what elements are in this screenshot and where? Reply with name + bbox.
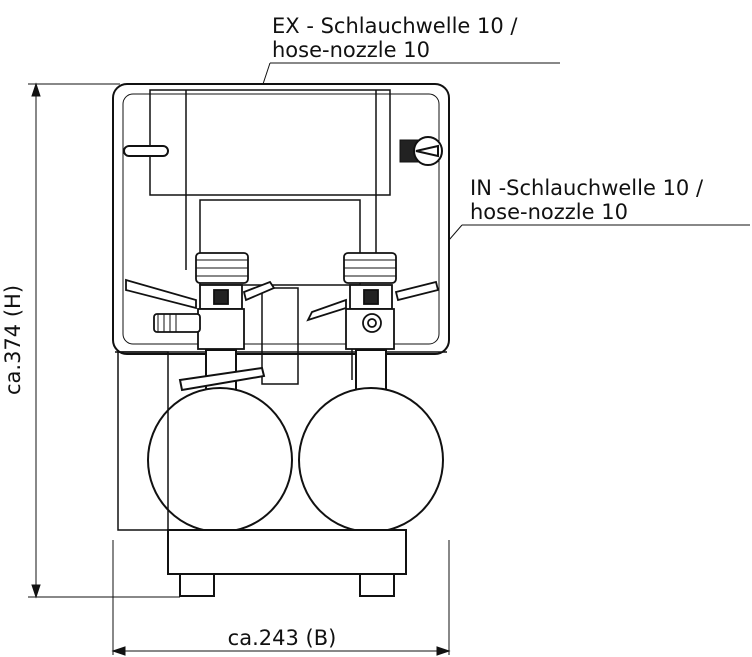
in-callout-line2: hose-nozzle 10: [470, 200, 628, 224]
width-dimension-label: ca.243 (B): [228, 626, 337, 650]
ex-callout-line1: EX - Schlauchwelle 10 /: [272, 14, 518, 38]
ex-hose-nozzle: [153, 313, 201, 333]
right-flask: [298, 349, 444, 533]
ex-valve-head: [125, 252, 276, 350]
height-dimension-label: ca.374 (H): [1, 285, 25, 395]
in-hose-nozzle: [362, 313, 382, 333]
in-callout-line1: IN -Schlauchwelle 10 /: [470, 176, 704, 200]
left-flask: [147, 349, 293, 533]
dimension-width: [111, 540, 451, 656]
gauge-icon: [399, 136, 443, 166]
dimension-height: [28, 82, 180, 599]
ex-callout-line2: hose-nozzle 10: [272, 38, 430, 62]
left-handle: [123, 145, 169, 157]
pump-base: [117, 351, 407, 597]
in-callout: IN -Schlauchwelle 10 / hose-nozzle 10: [377, 176, 750, 323]
in-valve-head: [306, 252, 440, 350]
